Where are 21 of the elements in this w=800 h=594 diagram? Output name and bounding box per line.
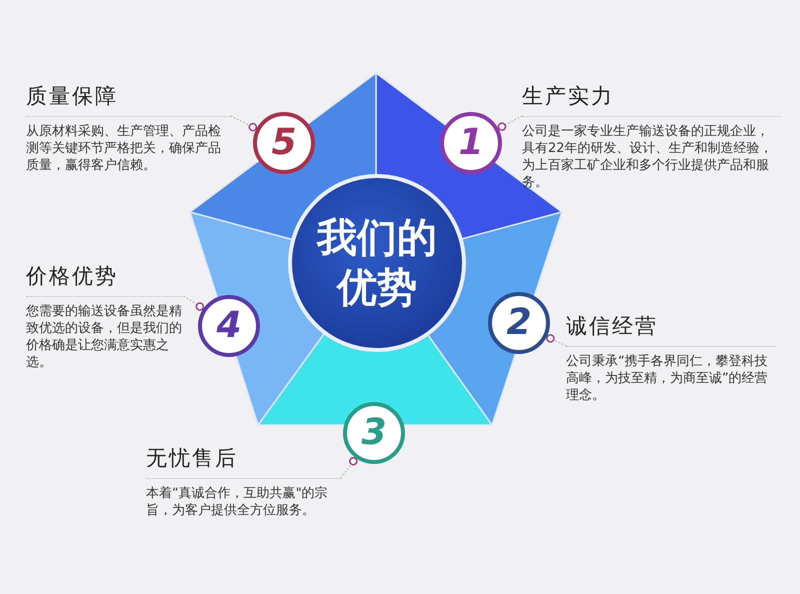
badge-number: 2 xyxy=(506,303,532,343)
section-heading: 生产实力 xyxy=(522,83,614,110)
section-heading: 质量保障 xyxy=(26,83,118,110)
section-text: 本着“真诚合作，互助共赢"的宗旨，为客户提供全方位服务。 xyxy=(146,485,329,519)
leader-line xyxy=(184,295,204,311)
badge-number: 3 xyxy=(361,413,387,453)
badge-number: 5 xyxy=(271,123,297,163)
section-heading: 价格优势 xyxy=(26,263,118,290)
section-text: 从原材料采购、生产管理、产品检测等关键环节严格把关，确保产品质量，赢得客户信赖。 xyxy=(26,123,222,174)
leader-line xyxy=(546,334,566,347)
section-text: 您需要的输送设备虽然是精致优选的设备，但是我们的价格确是让您满意实惠之选。 xyxy=(26,303,183,371)
leader-line xyxy=(230,115,258,132)
badge-number: 1 xyxy=(458,123,484,163)
section-text: 公司是一家专业生产输送设备的正规企业，具有22年的研发、设计、生产和制造经验，为上百家工矿企业和多个行业提供产品和服务。 xyxy=(522,123,774,191)
badge-number: 4 xyxy=(216,306,242,346)
leader-line xyxy=(498,115,522,131)
section-heading: 诚信经营 xyxy=(566,313,658,340)
center-title: 我们的优势 xyxy=(316,214,438,313)
section-heading: 无忧售后 xyxy=(146,445,238,472)
leader-line xyxy=(340,456,358,478)
section-text: 公司秉承“携手各界同仁，攀登科技高峰，为技至精，为商至诚”的经营理念。 xyxy=(566,353,769,404)
